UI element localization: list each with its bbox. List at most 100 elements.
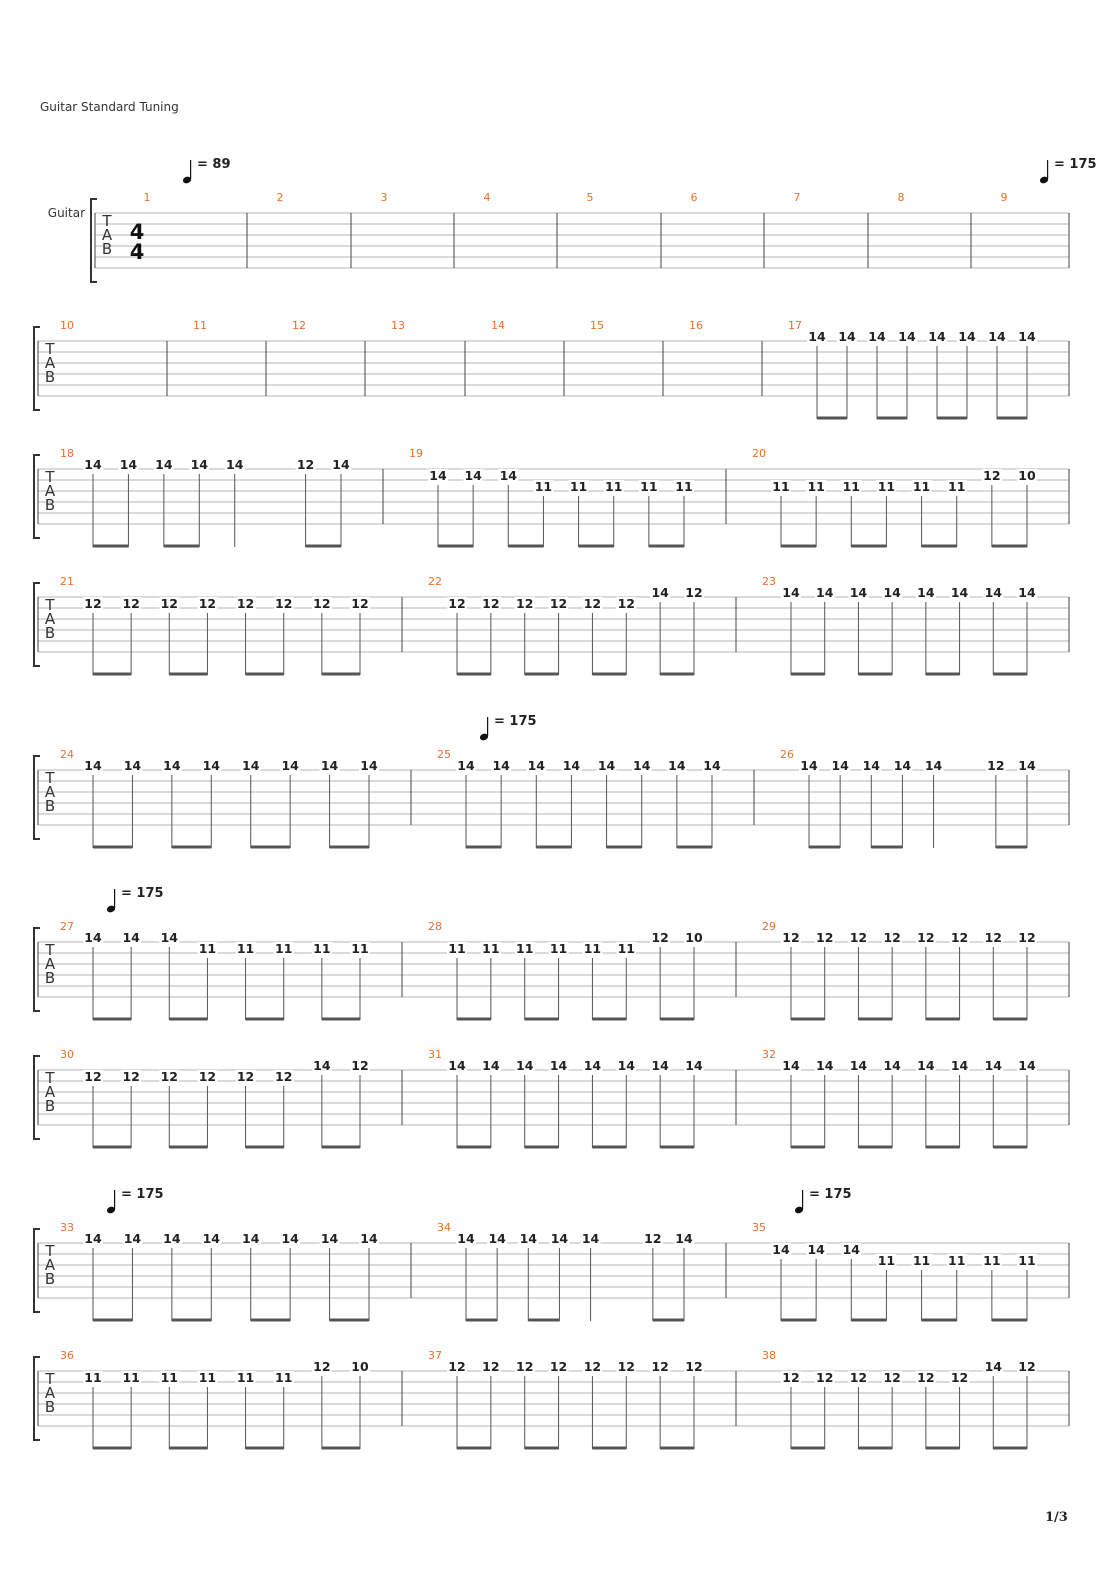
fret-number: 11 xyxy=(843,479,860,494)
fret-number: 14 xyxy=(618,1058,636,1073)
fret-number: 14 xyxy=(863,758,881,773)
fret-number: 14 xyxy=(675,1231,693,1246)
fret-backdrop xyxy=(273,597,294,610)
fret-number: 14 xyxy=(816,1058,834,1073)
fret-number: 12 xyxy=(816,930,833,945)
quarter-note-icon xyxy=(106,1206,116,1214)
fret-backdrop xyxy=(480,942,501,955)
fret-number: 14 xyxy=(492,758,510,773)
fret-number: 12 xyxy=(782,930,799,945)
fret-number: 12 xyxy=(987,758,1004,773)
fret-number: 14 xyxy=(917,585,935,600)
fret-backdrop xyxy=(350,1059,370,1072)
fret-backdrop xyxy=(189,458,210,471)
system-bracket xyxy=(33,1356,40,1441)
fret-backdrop xyxy=(311,597,332,610)
fret-backdrop xyxy=(480,1059,501,1072)
fret-backdrop xyxy=(983,586,1004,599)
fret-number: 11 xyxy=(199,1370,216,1385)
fret-backdrop xyxy=(949,1371,970,1384)
fret-number: 14 xyxy=(951,1058,969,1073)
fret-backdrop xyxy=(514,597,535,610)
fret-backdrop xyxy=(201,1232,222,1245)
fret-number: 14 xyxy=(703,758,721,773)
measure-number: 11 xyxy=(193,319,207,332)
fret-number: 12 xyxy=(1018,1359,1035,1374)
fret-number: 11 xyxy=(482,941,499,956)
fret-number: 12 xyxy=(122,596,139,611)
fret-backdrop xyxy=(582,597,603,610)
fret-backdrop xyxy=(121,597,142,610)
fret-number: 12 xyxy=(917,930,934,945)
fret-number: 14 xyxy=(1018,758,1036,773)
fret-number: 14 xyxy=(226,457,244,472)
fret-number: 12 xyxy=(550,596,567,611)
fret-number: 14 xyxy=(360,1231,378,1246)
fret-backdrop xyxy=(981,469,1002,482)
fret-number: 12 xyxy=(482,1359,499,1374)
fret-backdrop xyxy=(650,586,671,599)
fret-backdrop xyxy=(603,480,624,493)
fret-backdrop xyxy=(491,759,512,772)
measure-number: 26 xyxy=(780,748,794,761)
fret-number: 14 xyxy=(850,1058,868,1073)
fret-backdrop xyxy=(235,597,256,610)
fret-number: 12 xyxy=(237,596,254,611)
quarter-note-icon xyxy=(182,176,192,184)
fret-backdrop xyxy=(240,1232,261,1245)
tab-clef-letter: T xyxy=(44,1370,55,1388)
fret-number: 12 xyxy=(313,1359,330,1374)
fret-number: 11 xyxy=(570,479,587,494)
fret-number: 12 xyxy=(685,1359,702,1374)
tab-clef-letter: B xyxy=(45,1270,55,1288)
fret-backdrop xyxy=(456,1232,476,1245)
fret-number: 12 xyxy=(516,596,533,611)
fret-backdrop xyxy=(122,759,143,772)
fret-number: 14 xyxy=(120,457,138,472)
fret-backdrop xyxy=(861,759,882,772)
fret-backdrop xyxy=(83,759,103,772)
fret-number: 14 xyxy=(685,1058,703,1073)
fret-backdrop xyxy=(596,759,617,772)
fret-backdrop xyxy=(83,1232,103,1245)
tab-clef-letter: A xyxy=(45,1256,56,1274)
fret-backdrop xyxy=(311,942,332,955)
fret-backdrop xyxy=(1017,759,1037,772)
fret-number: 14 xyxy=(551,1231,569,1246)
quarter-note-icon xyxy=(794,1206,804,1214)
fret-backdrop xyxy=(830,759,851,772)
fret-backdrop xyxy=(280,1232,301,1245)
fret-number: 14 xyxy=(808,329,826,344)
fret-backdrop xyxy=(650,1059,671,1072)
fret-number: 14 xyxy=(800,758,818,773)
fret-number: 14 xyxy=(242,758,260,773)
fret-backdrop xyxy=(915,931,936,944)
tab-clef-letter: A xyxy=(45,1384,56,1402)
fret-number: 11 xyxy=(913,479,930,494)
fret-backdrop xyxy=(616,597,637,610)
tempo-marking: = 175 xyxy=(1054,157,1097,172)
fret-number: 14 xyxy=(124,1231,142,1246)
tab-clef-letter: A xyxy=(45,1083,56,1101)
measure-number: 17 xyxy=(788,319,802,332)
fret-backdrop xyxy=(799,759,819,772)
fret-backdrop xyxy=(319,1232,340,1245)
fret-number: 12 xyxy=(883,1370,900,1385)
fret-backdrop xyxy=(949,1059,970,1072)
fret-number: 14 xyxy=(668,758,686,773)
fret-backdrop xyxy=(674,1232,694,1245)
fret-backdrop xyxy=(447,597,467,610)
fret-backdrop xyxy=(580,1232,601,1245)
fret-backdrop xyxy=(949,931,970,944)
tempo-marking: = 175 xyxy=(494,714,537,729)
fret-number: 11 xyxy=(84,1370,101,1385)
fret-number: 14 xyxy=(584,1058,602,1073)
fret-backdrop xyxy=(518,1232,539,1245)
fret-number: 14 xyxy=(958,329,976,344)
fret-backdrop xyxy=(197,1371,218,1384)
measure-number: 10 xyxy=(60,319,74,332)
fret-number: 12 xyxy=(850,1370,867,1385)
fret-number: 14 xyxy=(488,1231,506,1246)
fret-number: 12 xyxy=(448,596,465,611)
fret-number: 12 xyxy=(584,596,601,611)
